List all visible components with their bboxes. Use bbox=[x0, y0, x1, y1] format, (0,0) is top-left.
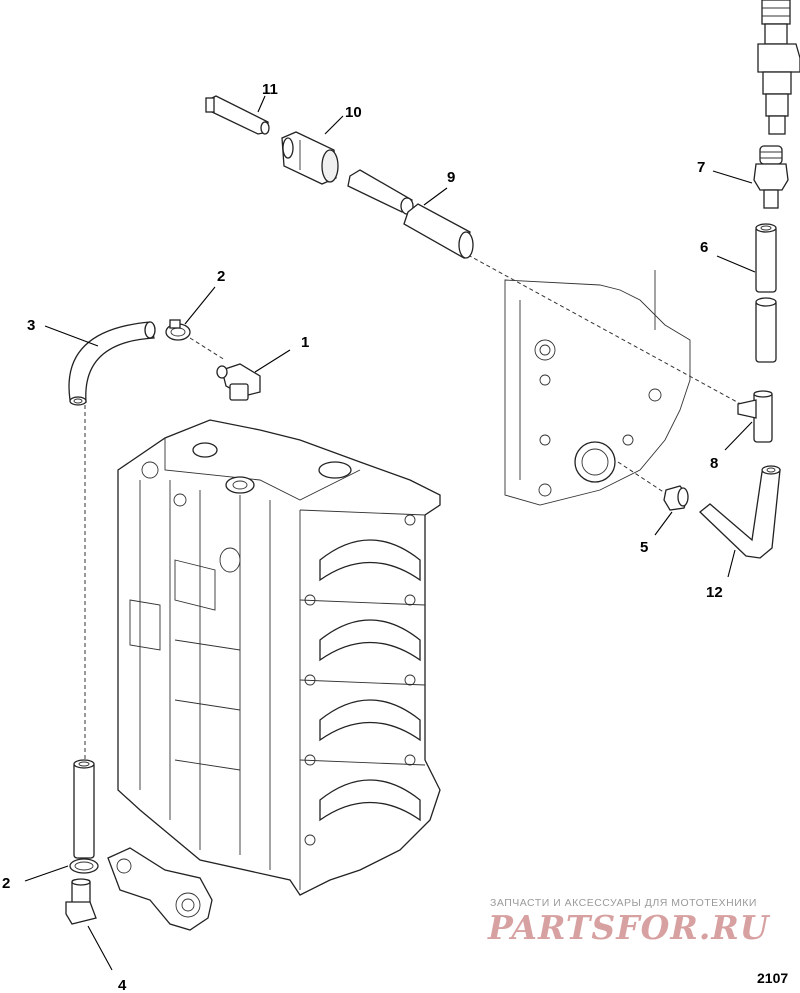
callout-12: 12 bbox=[706, 584, 723, 601]
part-12-elbow-hose bbox=[699, 465, 781, 559]
callout-5: 5 bbox=[640, 539, 648, 556]
part-6-hose bbox=[755, 223, 777, 363]
callout-4: 4 bbox=[118, 977, 127, 993]
lower-hose bbox=[73, 759, 95, 859]
part-10-connector bbox=[281, 131, 339, 185]
part-7-fitting bbox=[753, 145, 789, 209]
figure-id: 2107 bbox=[757, 970, 789, 986]
engine-block bbox=[117, 419, 441, 896]
callout-6: 6 bbox=[700, 239, 708, 256]
watermark-brand: PARTSFOR.RU bbox=[488, 908, 770, 947]
part-5-fitting bbox=[663, 485, 689, 511]
part-11-pin bbox=[205, 95, 270, 135]
part-3-curved-hose bbox=[68, 321, 156, 406]
part-8-tee bbox=[737, 390, 773, 443]
callout-3: 3 bbox=[27, 317, 35, 334]
part-9-hose bbox=[347, 169, 474, 259]
mounting-bracket bbox=[107, 847, 213, 931]
rear-housing bbox=[504, 270, 691, 506]
alignment-line-2-to-1 bbox=[189, 337, 226, 361]
callout-2-upper: 2 bbox=[217, 268, 225, 285]
part-2-upper-clamp bbox=[165, 319, 191, 341]
watermark-tagline: ЗАПЧАСТИ И АКСЕССУАРЫ ДЛЯ МОТОТЕХНИКИ bbox=[490, 897, 757, 909]
part-2-lower-clamp bbox=[69, 858, 99, 874]
leader-lines bbox=[24, 95, 756, 971]
callout-11: 11 bbox=[262, 81, 278, 98]
callout-8: 8 bbox=[710, 455, 718, 472]
alignment-line-9-to-8 bbox=[467, 254, 749, 409]
callout-1: 1 bbox=[301, 334, 309, 351]
alignment-line-housing-to-5 bbox=[617, 461, 669, 496]
callout-7: 7 bbox=[697, 159, 705, 176]
part-1-elbow-fitting bbox=[216, 363, 261, 401]
callout-2-lower: 2 bbox=[2, 875, 10, 892]
part-top-sensor bbox=[757, 0, 800, 135]
callout-9: 9 bbox=[447, 169, 455, 186]
part-4-elbow-fitting bbox=[65, 878, 97, 925]
callout-10: 10 bbox=[345, 104, 362, 121]
